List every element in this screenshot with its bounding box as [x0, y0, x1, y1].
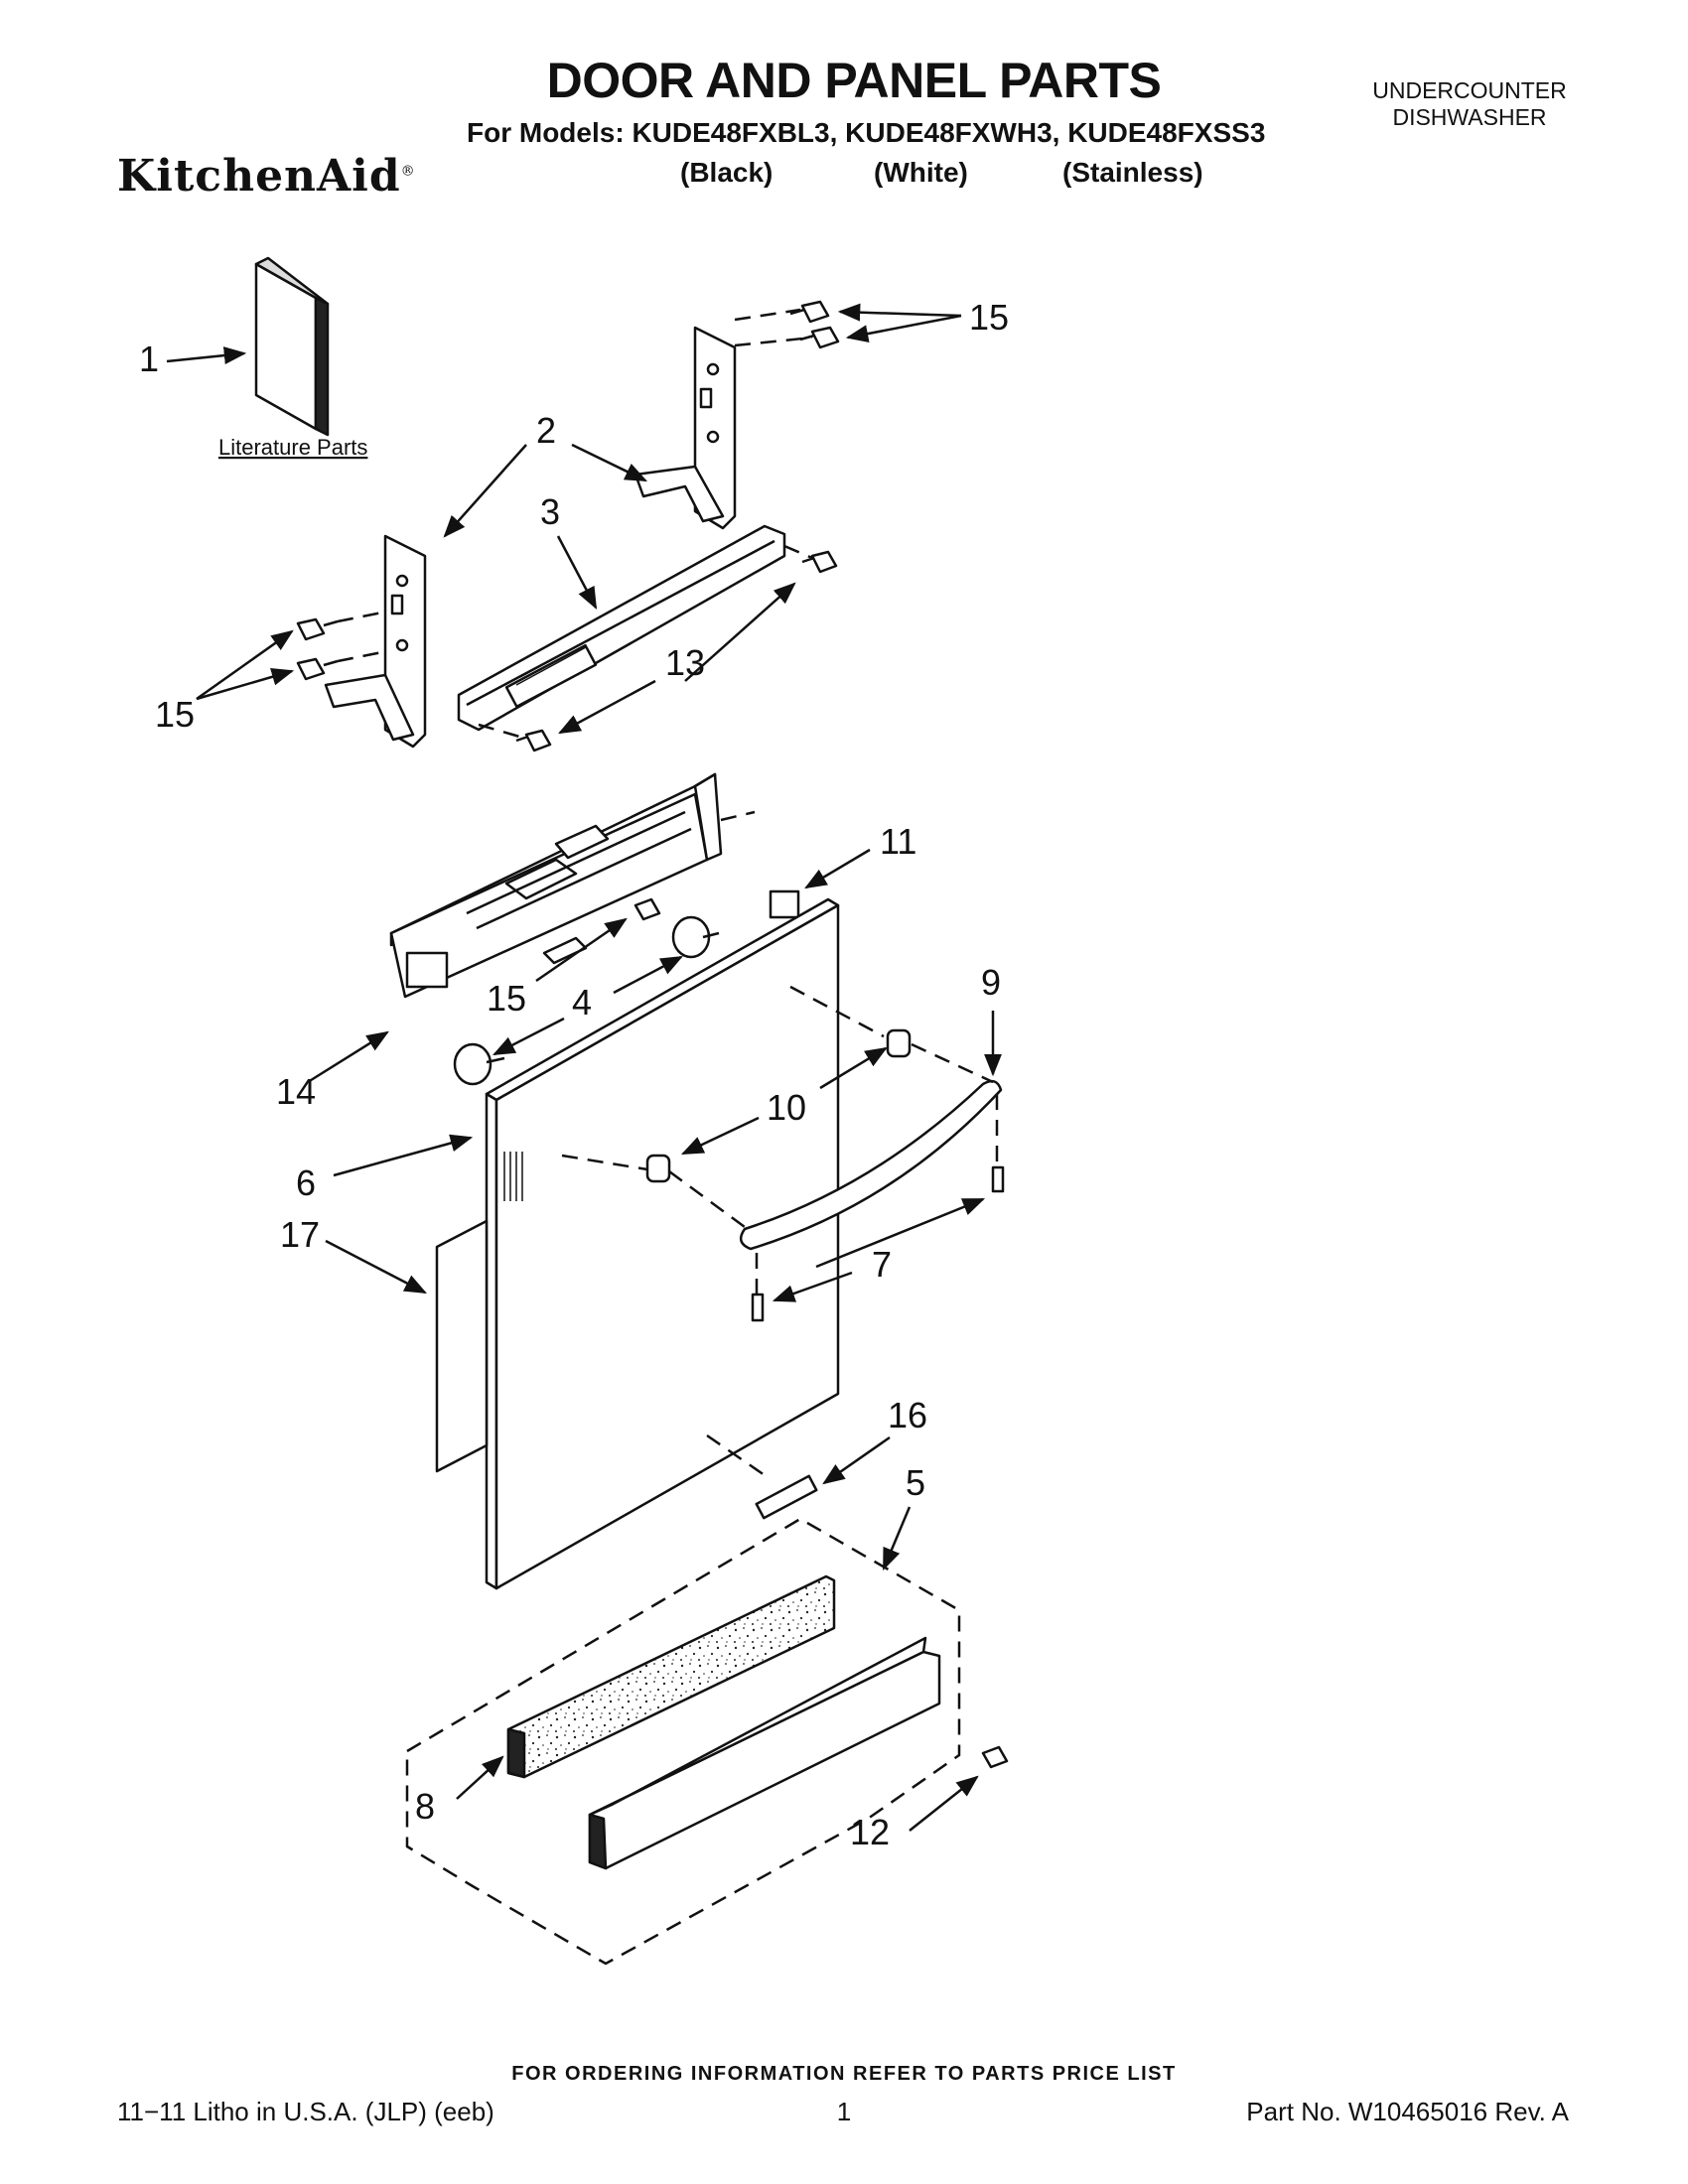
callout-12: 12 — [850, 1812, 890, 1852]
handle-screw-right — [991, 1165, 1005, 1193]
door-handle — [739, 1079, 1003, 1251]
leader-6 — [333, 1134, 474, 1177]
door-insulation — [435, 1219, 489, 1473]
leader-15b — [845, 314, 962, 342]
door-trim-rail — [457, 524, 786, 732]
toe-panel — [588, 1636, 941, 1870]
appliance-line-1: UNDERCOUNTER — [1372, 77, 1567, 103]
literature-booklet — [254, 256, 330, 437]
hinge-bracket-right — [633, 326, 737, 530]
leader-13b — [558, 679, 656, 735]
leader-8 — [456, 1755, 504, 1800]
callout-3: 3 — [540, 491, 560, 532]
appliance-type: UNDERCOUNTER DISHWASHER — [1331, 77, 1609, 131]
callout-7: 7 — [872, 1244, 892, 1285]
leader-14 — [307, 1030, 389, 1084]
leader-3 — [556, 535, 598, 610]
ordering-note: FOR ORDERING INFORMATION REFER TO PARTS … — [511, 2063, 1177, 2085]
leader-13a — [684, 582, 796, 682]
callout-10: 10 — [767, 1087, 806, 1128]
assembly-line-8 — [789, 985, 885, 1038]
callout-15-console: 15 — [487, 978, 526, 1019]
callout-9: 9 — [981, 962, 1001, 1003]
leader-10a — [680, 1116, 760, 1156]
callout-17: 17 — [280, 1214, 320, 1255]
leader-1 — [166, 346, 247, 365]
brand-badge — [755, 1474, 818, 1520]
handle-standoff-right — [886, 1028, 912, 1058]
callout-6: 6 — [296, 1162, 316, 1203]
leader-15e — [535, 917, 628, 983]
leader-4a — [492, 1017, 565, 1056]
assembly-line-14 — [706, 1433, 766, 1477]
variant-stainless: (Stainless) — [1062, 157, 1203, 188]
assembly-line-11 — [668, 1169, 746, 1229]
leader-17 — [325, 1239, 427, 1295]
variant-black: (Black) — [680, 157, 774, 188]
assembly-line-5 — [783, 544, 813, 560]
assembly-line-10 — [561, 1154, 648, 1171]
leader-15a — [837, 303, 962, 322]
leader-12 — [909, 1775, 979, 1832]
panel-clip — [769, 889, 800, 919]
assembly-line-9 — [911, 1042, 994, 1084]
callout-13: 13 — [665, 642, 705, 683]
appliance-line-2: DISHWASHER — [1392, 104, 1547, 130]
bracket-screw-top-1 — [789, 300, 830, 324]
callout-4: 4 — [572, 982, 592, 1023]
leader-7b — [772, 1271, 853, 1302]
leader-15c — [196, 629, 294, 701]
leader-15d — [196, 668, 295, 701]
assembly-line-4 — [337, 649, 388, 663]
litho-info: 11−11 Litho in U.S.A. (JLP) (eeb) — [117, 2097, 494, 2126]
toe-panel-screw — [981, 1745, 1009, 1769]
assembly-line-6 — [478, 723, 527, 741]
console-screw — [633, 897, 661, 921]
page-title: DOOR AND PANEL PARTS — [546, 53, 1162, 108]
leader-11 — [804, 848, 871, 889]
control-console — [389, 772, 723, 999]
assembly-line-2 — [734, 336, 813, 347]
callout-15-left: 15 — [155, 694, 195, 735]
callout-2: 2 — [536, 410, 556, 451]
brand-logo-text: KitchenAid — [117, 151, 401, 202]
literature-parts-label: Literature Parts — [218, 435, 367, 460]
leader-4b — [613, 955, 683, 995]
trim-screw-top — [801, 550, 838, 574]
page-number: 1 — [836, 2097, 852, 2126]
variant-white: (White) — [874, 157, 968, 188]
bracket-screw-left-1 — [296, 617, 339, 641]
bracket-screw-left-2 — [296, 657, 339, 681]
callout-15-top: 15 — [969, 297, 1009, 338]
leader-5 — [882, 1506, 912, 1571]
leader-16 — [822, 1435, 891, 1485]
bracket-screw-top-2 — [799, 326, 840, 349]
brand-logo: KitchenAid® — [117, 151, 416, 202]
callout-1: 1 — [139, 339, 159, 379]
leader-10b — [819, 1046, 888, 1090]
model-list: For Models: KUDE48FXBL3, KUDE48FXWH3, KU… — [467, 117, 1266, 148]
callout-14: 14 — [276, 1071, 316, 1112]
callout-16: 16 — [888, 1395, 927, 1435]
trim-screw-bottom — [515, 729, 552, 752]
hinge-cap-left — [453, 1042, 505, 1086]
assembly-line-3 — [337, 610, 388, 623]
hinge-cap-right — [671, 915, 720, 959]
outer-door-panel — [485, 897, 840, 1590]
callout-8: 8 — [415, 1786, 435, 1827]
toe-kick-insulation-edge — [506, 1727, 526, 1779]
handle-screw-bottom — [751, 1293, 765, 1322]
part-number: Part No. W10465016 Rev. A — [1246, 2097, 1569, 2126]
hinge-bracket-left — [324, 534, 427, 749]
leader-7a — [815, 1197, 986, 1269]
callout-5: 5 — [906, 1462, 925, 1503]
assembly-line-7 — [720, 810, 756, 822]
toe-kick-assembly-outline — [405, 1517, 961, 1966]
assembly-line-1 — [734, 308, 801, 322]
callout-11: 11 — [880, 821, 916, 862]
leader-2a — [443, 444, 527, 538]
handle-standoff-left — [645, 1154, 671, 1183]
leader-2b — [571, 443, 648, 482]
